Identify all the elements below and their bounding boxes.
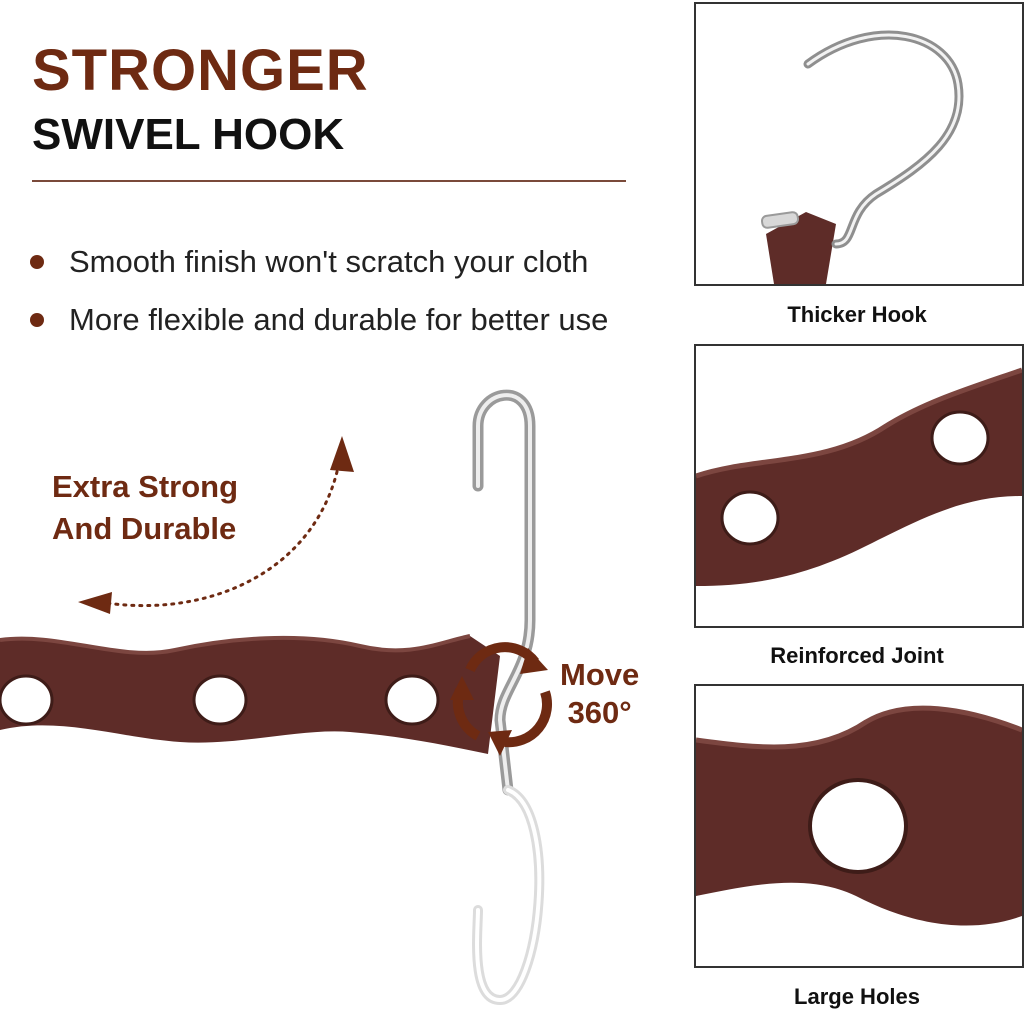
- hanger-illustration: [0, 389, 552, 1006]
- bullet-dot-icon: [30, 312, 44, 327]
- divider: [32, 180, 626, 182]
- s-hook-icon: [472, 389, 545, 1006]
- detail-panel-large-holes: [694, 684, 1024, 968]
- detail-panel-reinforced-joint: [694, 344, 1024, 628]
- callout-line-1: Extra Strong: [52, 469, 239, 504]
- feature-bullet-1: Smooth finish won't scratch your cloth: [30, 246, 588, 277]
- rotate-arrowheads-icon: [450, 648, 548, 756]
- feature-text: More flexible and durable for better use: [69, 302, 609, 337]
- detail-panel-thicker-hook: [694, 2, 1024, 286]
- wooden-bar: [0, 634, 500, 754]
- hole-closeup-icon: [696, 705, 1022, 926]
- headline-swivel-hook: SWIVEL HOOK: [32, 110, 345, 159]
- caption-large-holes: Large Holes: [794, 984, 920, 1009]
- callout-line-2: And Durable: [52, 511, 237, 546]
- caption-thicker-hook: Thicker Hook: [787, 302, 927, 327]
- rotation-line-2: 360°: [567, 695, 632, 730]
- bullet-dot-icon: [30, 254, 44, 269]
- hook-closeup-icon: [760, 30, 964, 284]
- rotation-label: Move 360°: [560, 656, 639, 732]
- caption-reinforced-joint: Reinforced Joint: [770, 643, 944, 668]
- rotation-line-1: Move: [560, 657, 640, 692]
- feature-bullet-2: More flexible and durable for better use: [30, 304, 608, 335]
- dotted-arc-arrow-icon: [78, 436, 354, 614]
- joint-closeup-icon: [696, 367, 1022, 586]
- headline-stronger: STRONGER: [32, 38, 369, 103]
- extra-strong-callout: Extra Strong And Durable: [52, 466, 238, 550]
- feature-text: Smooth finish won't scratch your cloth: [69, 244, 589, 279]
